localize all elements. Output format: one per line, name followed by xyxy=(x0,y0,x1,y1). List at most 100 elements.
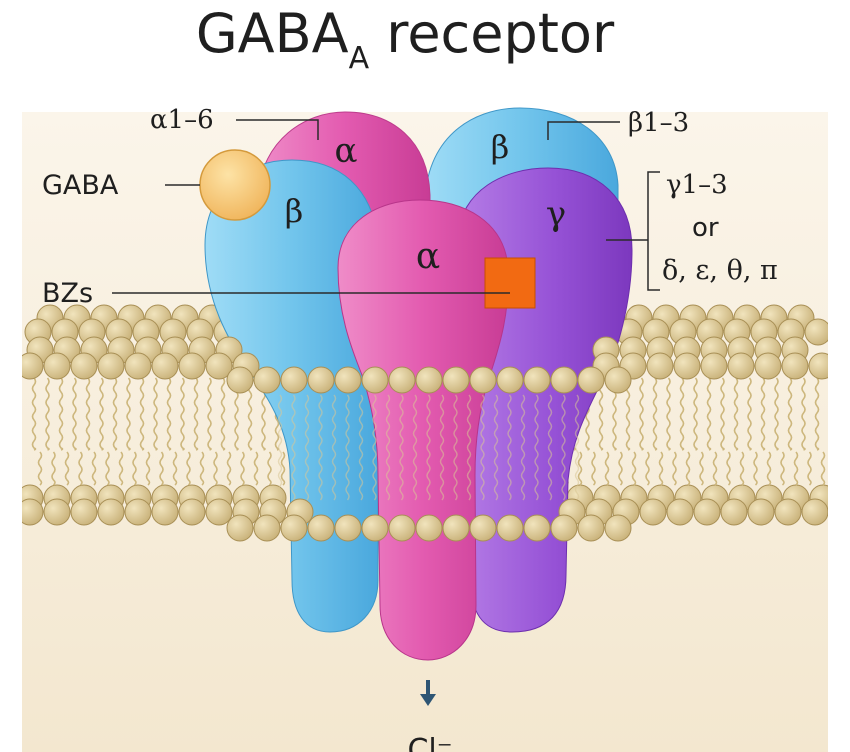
lipid-tail xyxy=(726,451,731,486)
lipid-tail xyxy=(37,451,43,486)
lipid-head xyxy=(747,498,775,526)
lipid-tail xyxy=(604,451,610,486)
lipid-tail xyxy=(679,377,685,451)
lipid-head xyxy=(774,498,802,526)
lipid-head xyxy=(496,366,524,394)
lipid-tail xyxy=(574,394,580,501)
lipid-tail xyxy=(145,451,151,486)
lipid-tail xyxy=(180,377,185,451)
lipid-head xyxy=(97,352,125,380)
lipid-tail xyxy=(720,377,725,451)
lipid-head xyxy=(205,352,233,380)
lipid-tail xyxy=(277,394,283,501)
lipid-head xyxy=(253,366,281,394)
lipid-tail xyxy=(399,394,404,501)
lipid-tail xyxy=(72,377,77,451)
alpha-range-label: α1–6 xyxy=(150,105,214,135)
lipid-tail xyxy=(712,451,718,486)
membrane-front-leaflet xyxy=(22,336,828,542)
lipid-tail xyxy=(618,451,623,486)
lipid-head xyxy=(22,498,44,526)
lipid-tail xyxy=(453,394,458,501)
lipid-head xyxy=(151,498,179,526)
beta-left-letter: β xyxy=(285,192,304,230)
lipid-tail xyxy=(159,451,164,486)
alpha-subunit-front xyxy=(337,199,509,661)
lipid-tail xyxy=(193,377,199,451)
lipid-head xyxy=(808,352,828,380)
lipid-head xyxy=(646,352,674,380)
gaba-ligand xyxy=(199,149,271,221)
lipid-tail xyxy=(591,451,596,486)
lipid-head xyxy=(442,366,470,394)
lipid-tail xyxy=(598,377,604,451)
lipid-tail xyxy=(780,451,785,486)
lipid-head xyxy=(604,366,632,394)
lipid-head xyxy=(43,498,71,526)
lipid-tail xyxy=(85,377,91,451)
lipid-head xyxy=(22,352,44,380)
lipid-tail xyxy=(172,451,178,486)
lipid-tail xyxy=(814,377,820,451)
lipid-tail xyxy=(699,451,704,486)
lipid-tail xyxy=(45,377,50,451)
lipid-tail xyxy=(213,451,218,486)
alpha-front-letter: α xyxy=(416,236,440,277)
lipid-head xyxy=(205,498,233,526)
beta-back-letter: β xyxy=(491,128,510,166)
lipid-tail xyxy=(58,377,64,451)
lipid-head xyxy=(577,514,605,542)
gamma-range-label: γ1–3 xyxy=(666,170,728,200)
gamma-alternatives-label: δ, ε, θ, π xyxy=(662,255,778,286)
lipid-tail xyxy=(78,451,83,486)
lipid-tail xyxy=(693,377,698,451)
or-label: or xyxy=(692,213,719,243)
lipid-head xyxy=(469,366,497,394)
lipid-tail xyxy=(577,451,583,486)
lipid-head xyxy=(700,352,728,380)
lipid-head xyxy=(97,498,125,526)
lipid-head xyxy=(388,366,416,394)
bz-binding-site xyxy=(484,257,536,309)
lipid-tail xyxy=(291,394,296,501)
lipid-tail xyxy=(51,451,56,486)
lipid-tail xyxy=(534,394,539,501)
lipid-head xyxy=(280,514,308,542)
lipid-head xyxy=(124,498,152,526)
beta-range-leader xyxy=(547,121,620,140)
lipid-tail xyxy=(112,377,118,451)
lipid-head xyxy=(469,514,497,542)
lipid-head xyxy=(361,366,389,394)
lipid-tail xyxy=(139,377,145,451)
lipid-tail xyxy=(625,377,631,451)
lipid-head xyxy=(178,352,206,380)
lipid-tail xyxy=(787,377,793,451)
lipid-tail xyxy=(807,451,812,486)
lipid-tail xyxy=(753,451,758,486)
lipid-head xyxy=(280,366,308,394)
gaba-label: GABA xyxy=(42,170,119,201)
lipid-head xyxy=(415,366,443,394)
lipid-tail xyxy=(105,451,110,486)
lipid-tail xyxy=(561,394,566,501)
page-title: GABAA receptor xyxy=(196,2,615,76)
lipid-tail xyxy=(372,394,377,501)
lipid-head xyxy=(124,352,152,380)
lipid-head xyxy=(361,514,389,542)
lipid-tail xyxy=(166,377,172,451)
lipid-head xyxy=(253,514,281,542)
lipid-tail xyxy=(240,451,245,486)
bzs-label: BZs xyxy=(42,278,93,309)
lipid-tail xyxy=(385,394,391,501)
lipid-tail xyxy=(747,377,752,451)
lipid-tail xyxy=(645,451,650,486)
lipid-tail xyxy=(493,394,499,501)
lipid-head xyxy=(604,514,632,542)
lipid-tail xyxy=(412,394,418,501)
lipid-head xyxy=(334,366,362,394)
lipid-head xyxy=(70,498,98,526)
lipid-tail xyxy=(733,377,739,451)
chloride-ion-label: Cl⁻ xyxy=(407,733,452,752)
lipid-tail xyxy=(739,451,745,486)
lipid-tail xyxy=(672,451,677,486)
